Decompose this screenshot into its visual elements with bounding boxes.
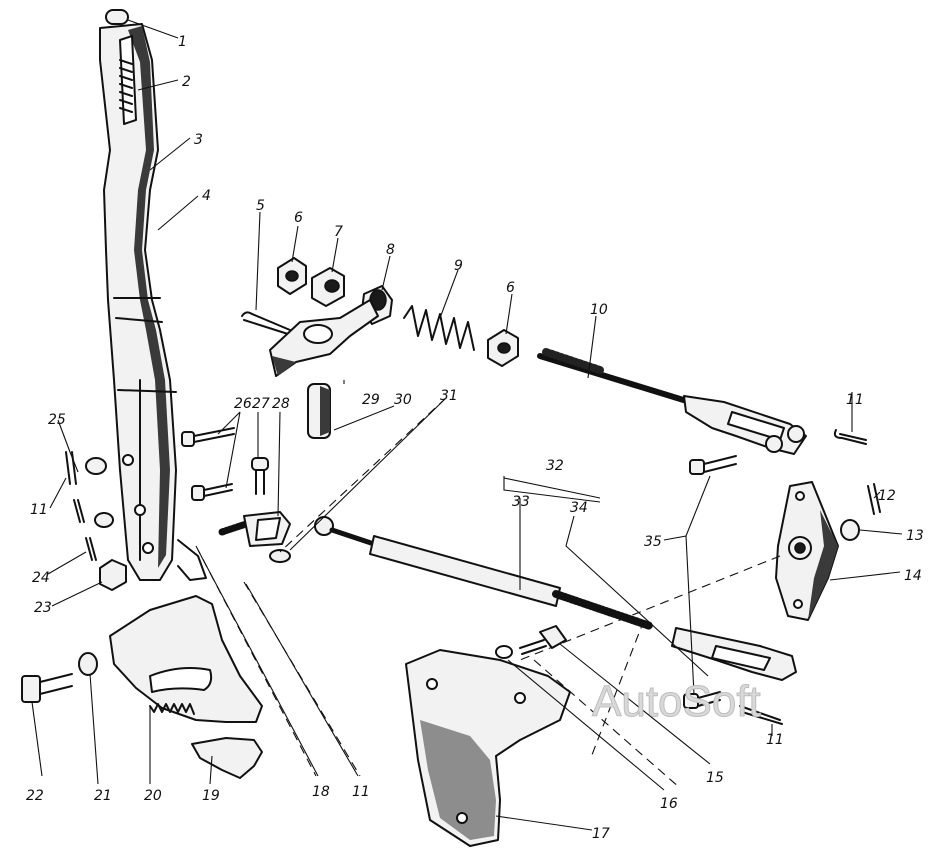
watermark: AutoSoft bbox=[592, 677, 761, 726]
label-6a: 6 bbox=[294, 210, 303, 226]
label-27: 27 bbox=[252, 396, 270, 412]
label-18: 18 bbox=[312, 784, 330, 800]
washer-25 bbox=[85, 457, 107, 475]
label-11a: 11 bbox=[846, 392, 864, 408]
label-16: 16 bbox=[660, 796, 678, 812]
label-17: 17 bbox=[592, 826, 610, 842]
label-30: 30 bbox=[394, 392, 412, 408]
plate-14 bbox=[775, 481, 839, 621]
arm-29 bbox=[269, 299, 379, 377]
spring-9 bbox=[403, 305, 475, 351]
nut-6a bbox=[277, 257, 307, 295]
label-7: 7 bbox=[334, 224, 343, 240]
label-29: 29 bbox=[362, 392, 380, 408]
label-5: 5 bbox=[256, 198, 265, 214]
washer-25b bbox=[94, 512, 114, 528]
washer-31 bbox=[269, 549, 291, 563]
label-4: 4 bbox=[202, 188, 211, 204]
label-1: 1 bbox=[178, 34, 187, 50]
nut-23 bbox=[99, 559, 127, 591]
label-8: 8 bbox=[386, 242, 395, 258]
label-10: 10 bbox=[590, 302, 608, 318]
label-24: 24 bbox=[32, 570, 50, 586]
label-25: 25 bbox=[48, 412, 66, 428]
label-21: 21 bbox=[94, 788, 112, 804]
label-6b: 6 bbox=[506, 280, 515, 296]
nut-6b bbox=[487, 329, 519, 367]
threaded-rod-10 bbox=[537, 348, 807, 455]
pin-30 bbox=[307, 383, 331, 439]
clevis-34 bbox=[671, 627, 797, 681]
label-15: 15 bbox=[706, 770, 724, 786]
pin-12 bbox=[867, 483, 881, 515]
label-34: 34 bbox=[570, 500, 588, 516]
label-11c: 11 bbox=[352, 784, 370, 800]
label-23: 23 bbox=[34, 600, 52, 616]
label-26: 26 bbox=[234, 396, 252, 412]
bolt-26a bbox=[181, 427, 235, 447]
label-13: 13 bbox=[906, 528, 924, 544]
label-12: 12 bbox=[878, 488, 896, 504]
label-11d: 11 bbox=[766, 732, 784, 748]
label-19: 19 bbox=[202, 788, 220, 804]
label-20: 20 bbox=[144, 788, 162, 804]
bolt-26b bbox=[191, 483, 233, 501]
label-11b: 11 bbox=[30, 502, 48, 518]
sector-plate-20 bbox=[109, 595, 263, 723]
label-32: 32 bbox=[546, 458, 564, 474]
cotter-pin-11a bbox=[833, 429, 867, 445]
nut-7 bbox=[311, 267, 345, 307]
ring-16 bbox=[495, 645, 513, 659]
pawl-19 bbox=[191, 737, 263, 779]
label-22: 22 bbox=[26, 788, 44, 804]
label-3: 3 bbox=[194, 132, 203, 148]
label-28: 28 bbox=[272, 396, 290, 412]
washer-21 bbox=[78, 652, 98, 676]
cotter-pin-11d bbox=[739, 705, 783, 725]
part-number-labels: 1 2 3 4 5 6 7 8 9 6 10 11 29 30 31 26 27… bbox=[26, 34, 924, 842]
pin-35 bbox=[683, 455, 737, 709]
label-33: 33 bbox=[512, 494, 530, 510]
label-2: 2 bbox=[182, 74, 191, 90]
bolt-22 bbox=[21, 673, 73, 703]
spring-coil-1 bbox=[119, 59, 133, 113]
leader-lines bbox=[31, 19, 903, 831]
rod-33 bbox=[314, 516, 654, 630]
bracket-17 bbox=[405, 649, 571, 847]
label-9: 9 bbox=[454, 258, 463, 274]
clevis-28 bbox=[218, 511, 291, 547]
label-14: 14 bbox=[904, 568, 922, 584]
pin-27 bbox=[251, 457, 269, 495]
label-35: 35 bbox=[644, 534, 662, 550]
washer-13 bbox=[840, 519, 860, 541]
bolt-15 bbox=[519, 625, 567, 655]
hand-lever bbox=[99, 9, 207, 581]
label-31: 31 bbox=[440, 388, 458, 404]
cotter-pin-5 bbox=[241, 311, 291, 335]
label-32-bracket bbox=[503, 477, 601, 499]
